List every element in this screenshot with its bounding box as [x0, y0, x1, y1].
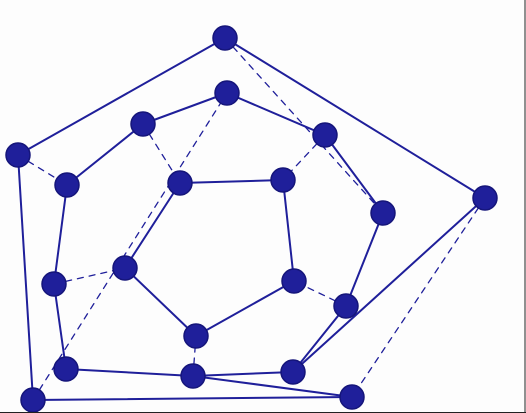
edge-o5-o1-solid: [17, 154, 34, 401]
edge-m3-m4-solid: [226, 92, 326, 136]
edge-i5-i1-solid: [124, 267, 197, 337]
node-outer-o3: [472, 185, 498, 211]
edge-o1-o2-solid: [17, 37, 226, 156]
node-inner-i2: [167, 170, 193, 196]
nodes-layer: [5, 25, 498, 413]
node-middle-m8: [180, 363, 206, 389]
edge-i2-i3-solid: [179, 179, 284, 184]
edge-o3-m7-solid: [292, 197, 486, 373]
edge-o2-o3-solid: [224, 37, 486, 199]
edge-m4-m5-solid: [324, 134, 384, 214]
node-middle-m6: [333, 293, 359, 319]
node-inner-i1: [112, 255, 138, 281]
node-outer-o5: [20, 387, 46, 413]
node-inner-i5: [183, 323, 209, 349]
edge-o3-o4-dashed: [351, 197, 486, 398]
edges-layer: [17, 37, 486, 401]
edge-m5-m6-solid: [345, 212, 384, 307]
node-middle-m7: [280, 359, 306, 385]
edge-o4-o5-solid: [32, 396, 353, 401]
edge-i1-i2-solid: [124, 182, 181, 269]
edge-o5-m3-dashed: [32, 92, 228, 401]
node-middle-m3: [214, 80, 240, 106]
edge-m2-m3-solid: [142, 92, 228, 125]
edge-i3-i4-solid: [282, 179, 295, 282]
edge-m9-m10-solid: [53, 283, 67, 370]
node-middle-m9: [53, 356, 79, 382]
edge-o2-m5-dashed: [224, 37, 384, 214]
edge-o4-m8-solid: [192, 375, 353, 398]
edge-m10-m1-solid: [53, 184, 68, 285]
node-middle-m5: [370, 200, 396, 226]
node-outer-o4: [339, 384, 365, 410]
edge-m8-m9-solid: [65, 368, 194, 377]
edge-m7-m8-solid: [192, 371, 294, 377]
node-middle-m1: [54, 172, 80, 198]
edge-m1-m2-solid: [66, 123, 144, 186]
edge-i4-i5-solid: [195, 280, 295, 337]
node-inner-i4: [281, 268, 307, 294]
node-outer-o2: [212, 25, 238, 51]
node-middle-m2: [130, 111, 156, 137]
node-inner-i3: [270, 167, 296, 193]
node-middle-m4: [312, 122, 338, 148]
edge-m6-m7-solid: [292, 305, 347, 373]
node-outer-o1: [5, 142, 31, 168]
node-middle-m10: [41, 271, 67, 297]
